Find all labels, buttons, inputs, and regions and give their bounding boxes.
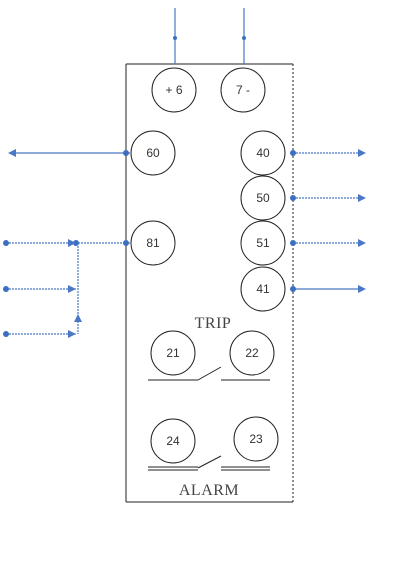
svg-text:+ 6: + 6 <box>165 83 182 97</box>
svg-text:23: 23 <box>249 432 263 446</box>
terminal-22: 22 <box>229 330 275 376</box>
svg-text:22: 22 <box>245 346 259 360</box>
svg-text:41: 41 <box>256 282 270 296</box>
terminal-6: + 6 <box>151 67 197 113</box>
trip-label: TRIP <box>195 315 232 332</box>
alarm-contact-switch <box>148 455 270 471</box>
alarm-label: ALARM <box>179 482 239 499</box>
terminal-60: 60 <box>8 130 176 176</box>
terminal-40: 40 <box>240 130 366 176</box>
svg-text:60: 60 <box>146 146 160 160</box>
svg-text:81: 81 <box>146 236 160 250</box>
svg-text:50: 50 <box>256 191 270 205</box>
relay-panel <box>125 63 294 503</box>
terminal-23: 23 <box>233 416 279 462</box>
terminal-51: 51 <box>240 220 366 266</box>
svg-text:40: 40 <box>256 146 270 160</box>
svg-text:51: 51 <box>256 236 270 250</box>
terminal-24: 24 <box>150 418 196 464</box>
terminal-7: 7 - <box>220 67 266 113</box>
left-input-wires <box>3 239 130 338</box>
terminal-41: 41 <box>240 266 366 312</box>
trip-contact-switch <box>148 366 270 381</box>
svg-text:7 -: 7 - <box>236 83 250 97</box>
svg-text:24: 24 <box>166 434 180 448</box>
svg-text:21: 21 <box>166 346 180 360</box>
top-wires <box>173 8 246 64</box>
terminal-81: 81 <box>130 220 176 266</box>
terminal-21: 21 <box>150 330 196 376</box>
terminal-50: 50 <box>240 175 366 221</box>
